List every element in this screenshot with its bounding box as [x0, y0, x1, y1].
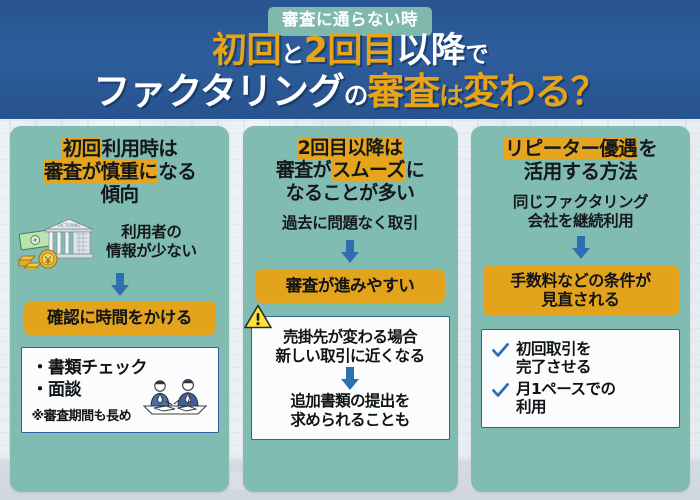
- card-2-box-line-3: 追加書類の提出を: [290, 392, 410, 411]
- card-3-check-2-line-2: 利用: [516, 398, 547, 417]
- business-meeting-icon: [142, 378, 207, 415]
- check-icon: [492, 382, 509, 397]
- card-2-detail-box: 売掛先が変わる場合 新しい取引に近くなる 追加書類の提出を 求められることも: [243, 304, 450, 441]
- down-arrow-icon: [339, 367, 361, 391]
- header-banner: 審査に通らない時 初回と2回目以降で ファクタリングの審査は変わる？: [0, 0, 700, 119]
- card-3-gold-line-2: 見直される: [541, 290, 620, 310]
- title-seg-no: の: [343, 81, 368, 110]
- card-1-gold-bar: 確認に時間をかける: [23, 301, 216, 335]
- bank-money-icon: FACTORING: [18, 218, 94, 269]
- card-2-sub-line-1: 過去に問題なく取引: [282, 214, 418, 233]
- card-2-title-t-3: なることが多い: [285, 181, 415, 204]
- title-seg-nikaime: 2回目: [303, 31, 397, 71]
- card-3-check-1-line-2: 完了させる: [516, 358, 592, 377]
- title-seg-de: で: [465, 42, 489, 68]
- card-2-subtext: 過去に問題なく取引: [282, 214, 418, 233]
- card-2-box-line-4: 求められることも: [290, 411, 410, 430]
- title-seg-kawaru: 変わる？: [462, 70, 608, 113]
- card-1-title-t-2: なる: [158, 160, 197, 183]
- down-arrow-icon: [339, 239, 361, 263]
- card-first-use: 初回利用時は 審査が慎重になる 傾向: [10, 126, 229, 492]
- card-3-detail-box: 初回取引を 完了させる 月1ペースでの 利用: [481, 328, 680, 428]
- card-1-note: ※審査期間も長め: [31, 408, 132, 424]
- card-2-title-hl-1: 2回目以降は: [296, 137, 404, 159]
- card-1-title-t-3: 傾向: [100, 183, 139, 206]
- title-line-2: ファクタリングの審査は変わる？: [0, 73, 700, 110]
- card-2-gold-bar: 審査が進みやすい: [255, 268, 445, 303]
- card-3-check-2-line-1: 月1ペースでの: [516, 379, 616, 398]
- card-2-title-t-2: に: [405, 159, 425, 182]
- card-3-sub-line-1: 同じファクタリング: [512, 193, 649, 211]
- svg-text:FACTORING: FACTORING: [57, 223, 80, 228]
- card-3-gold-bar: 手数料などの条件が 見直される: [482, 265, 679, 316]
- title-seg-shinsa: 審査: [367, 70, 440, 113]
- card-1-title-hl-1: 初回: [61, 137, 102, 160]
- card-repeater-benefit: リピーター優遇を 活用する方法 同じファクタリング 会社を継続利用 手数料などの…: [471, 126, 690, 492]
- card-2-title: 2回目以降は 審査がスムーズに なることが多い: [275, 137, 425, 204]
- header-badge: 審査に通らない時: [268, 7, 432, 36]
- card-1-bullet-2: ・面談: [31, 380, 82, 401]
- card-3-title-t-1: を: [638, 137, 658, 160]
- card-1-subtext: 利用者の 情報が少ない: [106, 223, 197, 260]
- card-3-title-t-2: 活用する方法: [523, 160, 638, 183]
- card-3-title-hl-1: リピーター優遇: [503, 137, 639, 160]
- card-second-onward: 2回目以降は 審査がスムーズに なることが多い 過去に問題なく取引 審査が進みや…: [242, 126, 458, 492]
- title-seg-factoring: ファクタリング: [93, 70, 345, 113]
- title-seg-wa: は: [439, 81, 463, 110]
- columns-container: 初回利用時は 審査が慎重になる 傾向: [0, 126, 700, 492]
- warning-triangle-icon: [243, 304, 272, 328]
- card-2-title-hl-2: スムーズ: [331, 159, 406, 182]
- check-icon: [492, 342, 509, 357]
- card-1-sub-line-2: 情報が少ない: [106, 242, 197, 260]
- title-line-1: 初回と2回目以降で: [0, 34, 700, 69]
- card-1-title-hl-2: 審査が慎重に: [42, 160, 159, 183]
- card-3-check-text-2: 月1ペースでの 利用: [516, 380, 616, 417]
- card-2-box-line-1: 売掛先が変わる場合: [282, 327, 418, 346]
- title-seg-to: と: [280, 42, 304, 68]
- card-3-check-row-2: 月1ペースでの 利用: [492, 380, 671, 417]
- title-seg-ikou: 以降: [396, 31, 466, 71]
- card-1-sub-line-1: 利用者の: [121, 223, 182, 242]
- card-3-subtext: 同じファクタリング 会社を継続利用: [512, 193, 649, 230]
- page-title: 初回と2回目以降で ファクタリングの審査は変わる？: [0, 34, 700, 111]
- card-1-title-t-1: 利用時は: [101, 137, 178, 160]
- card-3-sub-line-2: 会社を継続利用: [527, 211, 634, 230]
- card-1-title: 初回利用時は 審査が慎重になる 傾向: [42, 137, 197, 206]
- card-1-bullet-1: ・書類チェック: [31, 357, 148, 378]
- card-2-title-t-1: 審査が: [275, 159, 332, 182]
- down-arrow-icon: [570, 236, 592, 260]
- card-3-gold-line-1: 手数料などの条件が: [510, 271, 651, 291]
- card-1-icon-row: FACTORING: [18, 215, 219, 269]
- card-1-detail-box: ・書類チェック ・面談 ※審査期間も長め: [20, 346, 219, 433]
- card-3-check-row-1: 初回取引を 完了させる: [492, 340, 671, 377]
- title-seg-shokai: 初回: [211, 31, 282, 71]
- card-3-check-1-line-1: 初回取引を: [516, 339, 592, 358]
- card-2-box-line-2: 新しい取引に近くなる: [275, 346, 425, 365]
- card-3-check-text-1: 初回取引を 完了させる: [516, 339, 592, 377]
- down-arrow-icon: [109, 273, 131, 296]
- card-3-title: リピーター優遇を 活用する方法: [503, 137, 658, 183]
